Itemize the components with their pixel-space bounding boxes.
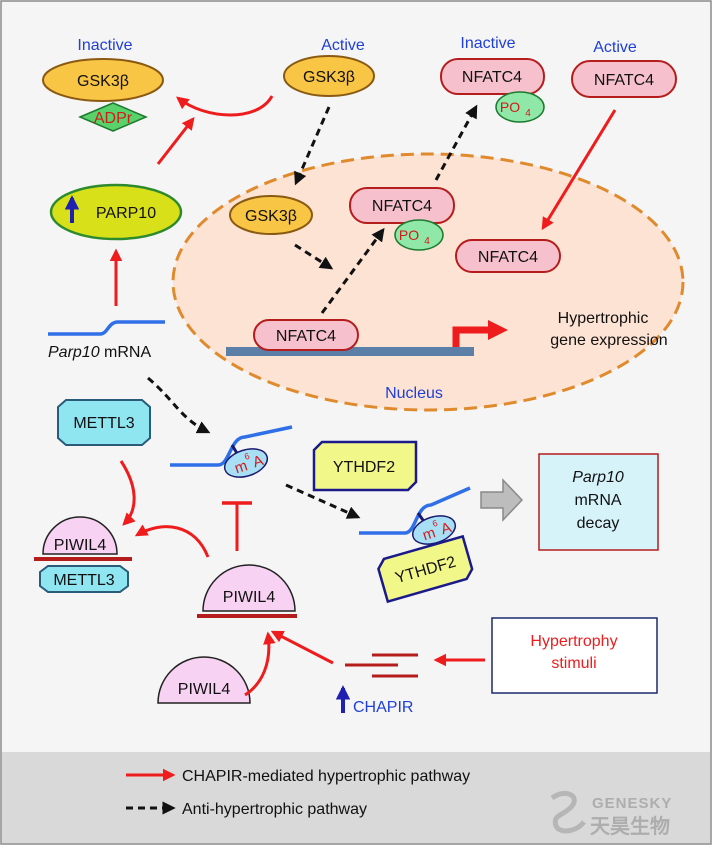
nfatc4-nuclear-phospho-label: NFATC4 xyxy=(372,198,432,215)
po4-top-label: PO xyxy=(500,99,520,115)
mettl3-label: METTL3 xyxy=(73,415,134,432)
gsk3b-adpr-arrow xyxy=(176,95,274,117)
dna-strand xyxy=(226,347,474,356)
gsk3b-inactive-node xyxy=(42,58,164,102)
piwil4-free-label: PIWIL4 xyxy=(178,681,231,698)
nfatc4-export-arrow xyxy=(434,104,478,181)
nfatc4-active-label: NFATC4 xyxy=(594,72,654,89)
po4-nuclear-subscript: 4 xyxy=(424,236,430,247)
nfatc4-nuclear-active-label: NFATC4 xyxy=(478,249,538,266)
hypertrophy-stimuli-line2: stimuli xyxy=(551,655,596,672)
legend-red-label: CHAPIR-mediated hypertrophic pathway xyxy=(182,768,470,785)
mrna-decay-box xyxy=(538,453,659,551)
gsk3b-nuclear-node xyxy=(229,195,313,235)
promoter-arrow-head xyxy=(488,320,508,340)
gsk3b-active-state-label: Active xyxy=(321,37,365,54)
parp10-mrna-strand xyxy=(48,320,165,336)
m6a-label-superscript: 6 xyxy=(243,451,251,462)
hypertrophy-stimuli-line1: Hypertrophy xyxy=(530,633,617,650)
nfatc4-nuclear-phospho-node xyxy=(349,187,455,224)
m6a-bound-label-a: A xyxy=(439,519,454,538)
po4-nuclear-label: PO xyxy=(399,227,419,243)
ythdf2-recognition-arrow xyxy=(285,483,361,519)
gsk3b-inactive-state-label: Inactive xyxy=(77,37,132,54)
nfatc4-inactive-node xyxy=(440,58,545,95)
piwil4-bound-node xyxy=(202,564,296,612)
mrna-decay-decay-label: decay xyxy=(577,515,620,532)
po4-nuclear-node xyxy=(394,219,444,251)
chapir-label: CHAPIR xyxy=(353,699,413,716)
m6a-bound-label-m: m xyxy=(420,524,437,544)
watermark-latin-text: GENESKY xyxy=(592,795,672,812)
watermark-chinese-text: 天昊生物 xyxy=(590,814,670,838)
nfatc4-release-arrow xyxy=(320,227,385,314)
mrna-decay-mrna-label: mRNA xyxy=(574,492,621,509)
genesky-logo-icon xyxy=(550,791,586,834)
m6a-label-a: A xyxy=(251,452,266,471)
piwil4-free-node xyxy=(157,656,251,704)
hypertrophic-gene-label-line1: Hypertrophic xyxy=(558,310,649,327)
nfatc4-import-arrow xyxy=(541,109,617,231)
m6a-mrna-strand xyxy=(170,425,293,467)
po4-top-node xyxy=(495,91,545,123)
nfatc4-inactive-label: NFATC4 xyxy=(462,69,522,86)
gsk3b-active-node xyxy=(283,55,375,97)
promoter-arrow xyxy=(452,326,492,347)
mrna-methylation-arrow xyxy=(147,376,211,434)
nfatc4-inactive-state-label: Inactive xyxy=(460,35,515,52)
nfatc4-dna-bound-label: NFATC4 xyxy=(276,328,336,345)
chapir-to-piwil4-arrow xyxy=(270,630,334,665)
nfatc4-dna-bound-node xyxy=(253,319,359,351)
hypertrophy-stimuli-box xyxy=(491,617,658,694)
ythdf2-label: YTHDF2 xyxy=(333,459,395,476)
legend-panel xyxy=(2,752,710,843)
parp10-mrna-label: Parp10 mRNA xyxy=(48,344,151,361)
mettl3-to-complex-arrow xyxy=(119,460,136,526)
gsk3b-nuclear-label: GSK3β xyxy=(245,208,297,225)
piwil4-complex-node xyxy=(42,516,118,555)
adpr-modification xyxy=(78,102,148,132)
genesky-watermark: GENESKY 天昊生物 xyxy=(550,791,672,838)
mettl3-node xyxy=(57,399,151,446)
m6a-mark xyxy=(223,448,269,478)
decaying-mrna-strand xyxy=(359,486,471,535)
gsk3b-active-label: GSK3β xyxy=(303,69,355,86)
adpr-label: ADPr xyxy=(94,110,133,127)
m6a-bound-label-superscript: 6 xyxy=(431,518,439,529)
parp10-node xyxy=(49,183,183,241)
nucleus-label: Nucleus xyxy=(385,385,443,402)
parp10-to-gsk3b-arrow xyxy=(156,117,195,165)
gsk3b-inactive-label: GSK3β xyxy=(77,73,129,90)
piwil4-bound-label: PIWIL4 xyxy=(223,589,276,606)
nfatc4-active-state-label: Active xyxy=(593,39,637,56)
piwil4-to-complex-arrow xyxy=(134,524,210,558)
m6a-label-m: m xyxy=(232,457,249,477)
nfatc4-active-node xyxy=(571,60,677,98)
nfatc4-nuclear-active-node xyxy=(455,239,561,273)
free-piwil4-binding-arrow xyxy=(244,631,276,697)
gsk3b-import-arrow xyxy=(294,106,331,186)
ythdf2-bound-node xyxy=(377,534,474,604)
piwil4-complex-label: PIWIL4 xyxy=(54,537,107,554)
mrna-decay-gene-label: Parp10 xyxy=(572,469,624,486)
ythdf2-node xyxy=(312,440,418,492)
parp10-label: PARP10 xyxy=(96,205,156,222)
parp10-mrna-label-suffix: mRNA xyxy=(100,344,152,361)
mettl3-complex-node xyxy=(39,565,129,593)
decay-direction-arrow xyxy=(480,478,524,522)
hypertrophic-gene-label-line2: gene expression xyxy=(550,332,667,349)
po4-top-subscript: 4 xyxy=(525,108,531,119)
legend-black-label: Anti-hypertrophic pathway xyxy=(182,801,367,818)
parp10-mrna-label-gene: Parp10 xyxy=(48,344,100,361)
mettl3-complex-label: METTL3 xyxy=(53,572,114,589)
